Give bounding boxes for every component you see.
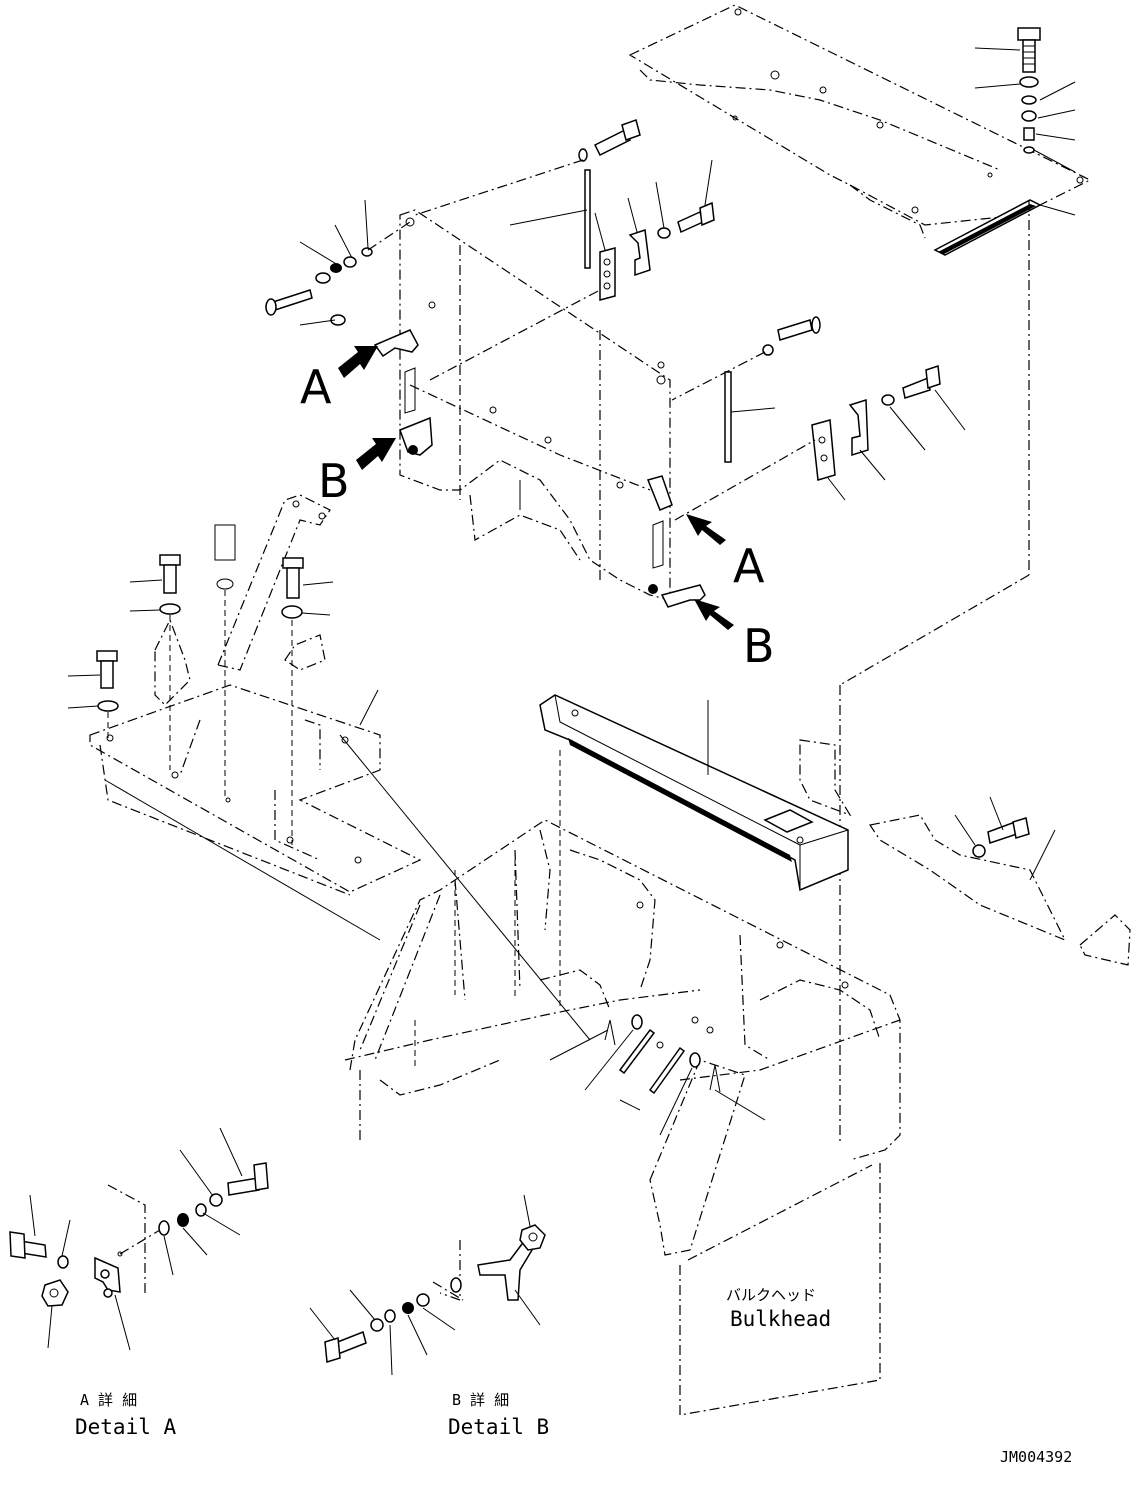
detail-a-assembly — [9, 1127, 269, 1351]
drawing-number: JM004392 — [1000, 1448, 1072, 1466]
rubber-seal-strip — [933, 199, 1042, 256]
right-gusset-plates — [799, 739, 1131, 966]
bulkhead-label-jp: バルクヘッド — [726, 1286, 816, 1304]
diagonal-support-arm — [154, 494, 331, 770]
plate-bracket-upper — [594, 159, 715, 301]
view-label-b-upper: B — [318, 454, 350, 508]
upper-center-bolt — [414, 119, 641, 216]
right-center-bolt — [671, 316, 821, 401]
view-label-b-right: B — [743, 619, 775, 673]
hinge-bracket-left-a — [373, 329, 433, 456]
detail-a-title-en: Detail A — [75, 1415, 177, 1439]
cross-beam — [539, 694, 849, 1010]
left-bolt-group — [265, 199, 411, 326]
plate-bracket-right — [811, 364, 966, 501]
top-right-fastener-stack — [839, 27, 1076, 1145]
left-floor-plate — [89, 684, 422, 896]
view-arrow-a-upper — [338, 346, 378, 378]
left-bolts-platform — [67, 524, 334, 845]
pins-and-washers — [549, 1014, 766, 1136]
vertical-strip-right — [724, 371, 776, 463]
view-label-a-upper: A — [300, 360, 332, 414]
detail-b-title-en: Detail B — [448, 1415, 549, 1439]
view-arrow-a-right — [686, 514, 726, 545]
top-cover-plate — [628, 4, 1092, 239]
view-label-a-right: A — [733, 539, 765, 593]
main-chassis-frame — [104, 734, 901, 1416]
vertical-strip-left — [509, 169, 591, 269]
detail-a-title-jp: A 詳 細 — [80, 1391, 137, 1409]
view-arrow-b-upper — [356, 438, 396, 470]
view-arrow-b-right — [694, 599, 734, 630]
center-housing-panel — [399, 209, 671, 601]
detail-b-title-jp: B 詳 細 — [452, 1391, 509, 1409]
detail-b-assembly — [309, 1194, 546, 1376]
bulkhead-label-en: Bulkhead — [730, 1307, 831, 1331]
hinge-bracket-right — [646, 475, 706, 608]
